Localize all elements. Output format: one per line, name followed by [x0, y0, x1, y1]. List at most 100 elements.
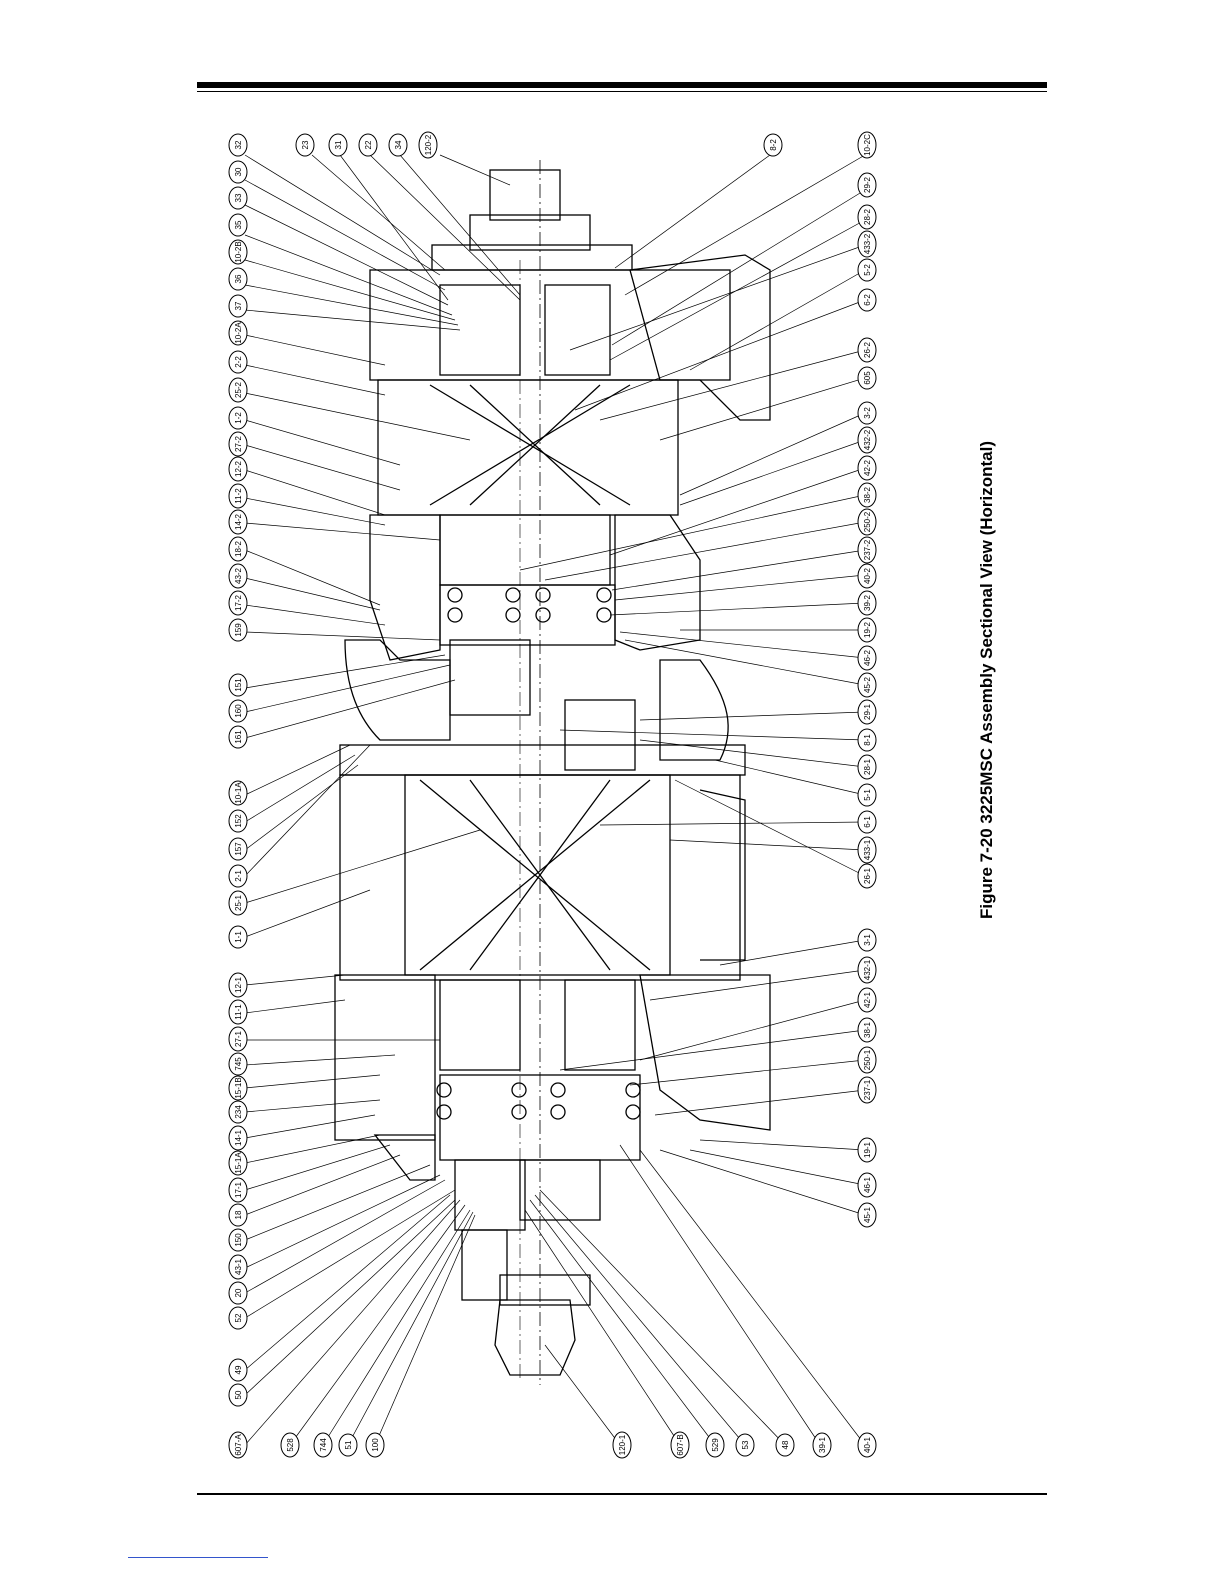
callout-label: 152: [234, 814, 243, 828]
callout-label: 17-2: [234, 594, 243, 611]
callout-label: 607-B: [676, 1434, 685, 1455]
callout-label: 432-1: [863, 959, 872, 980]
callout-label: 19-2: [863, 621, 872, 638]
callout-label: 1-2: [234, 412, 243, 424]
pump-section: [334, 160, 771, 1385]
callout-label: 18-2: [234, 540, 243, 557]
callout-label: 25-2: [234, 381, 243, 398]
callout-label: 25-1: [234, 894, 243, 911]
footer-rule: [197, 1493, 1047, 1495]
callout-label: 10-1A: [234, 782, 243, 804]
callout-label: 14-1: [234, 1129, 243, 1146]
callout-label: 37: [234, 301, 243, 310]
callout-label: 31: [334, 140, 343, 149]
callout-label: 27-1: [234, 1030, 243, 1047]
callout-right-column: 29-2 28-2 433-2 5-2 6-2 26-2 605 3-2 432…: [857, 172, 877, 1228]
callout-label: 234: [234, 1105, 243, 1119]
callout-label: 28-2: [863, 208, 872, 225]
callout-label: 607-A: [234, 1434, 243, 1456]
callout-label: 3-2: [863, 407, 872, 419]
callout-label: 161: [234, 730, 243, 744]
coupling-upper: [489, 169, 561, 221]
header-rule-thin: [197, 91, 1047, 92]
figure-caption: Figure 7-20 3225MSC Assembly Sectional V…: [977, 440, 996, 920]
callout-label: 8-2: [769, 139, 778, 151]
callout-label: 40-1: [863, 1436, 872, 1453]
callout-label: 34: [394, 140, 403, 149]
coupling-lower: [494, 1299, 576, 1376]
callout-label: 745: [234, 1057, 243, 1071]
callout-label: 26-2: [863, 341, 872, 358]
callout-top-row: 23 31 22 34 120-2 8-2 10-2C: [295, 131, 877, 159]
callout-label: 528: [286, 1438, 295, 1452]
callout-label: 45-1: [863, 1206, 872, 1223]
callout-label: 8-1: [863, 734, 872, 746]
callout-label: 45-2: [863, 676, 872, 693]
callout-label: 38-2: [863, 486, 872, 503]
callout-left-column: 32 30 33 35 10-2B 36 37 10-2A 2-2 25-2 1…: [228, 133, 248, 1407]
callout-label: 51: [344, 1440, 353, 1449]
callout-label: 744: [319, 1438, 328, 1452]
callout-label: 29-2: [863, 176, 872, 193]
housing-lower: [339, 774, 741, 981]
callout-label: 432-2: [863, 429, 872, 450]
callout-label: 433-2: [863, 233, 872, 254]
callout-label: 38-1: [863, 1021, 872, 1038]
callout-label: 10-2A: [234, 322, 243, 344]
callout-label: 6-2: [863, 294, 872, 306]
callout-label: 52: [234, 1313, 243, 1322]
callout-label: 237-1: [863, 1079, 872, 1100]
callout-label: 150: [234, 1233, 243, 1247]
callout-label: 42-2: [863, 459, 872, 476]
leader-lines: [244, 154, 866, 1446]
callout-label: 5-1: [863, 789, 872, 801]
callout-label: 120-2: [424, 134, 433, 155]
footnote-link-rule: [128, 1557, 268, 1558]
callout-label: 159: [234, 623, 243, 637]
callout-label: 28-1: [863, 758, 872, 775]
callout-label: 2-1: [234, 870, 243, 882]
callout-label: 5-2: [863, 264, 872, 276]
callout-label: 237-2: [863, 539, 872, 560]
callout-label: 49: [234, 1365, 243, 1374]
callout-label: 250-1: [863, 1049, 872, 1070]
callout-label: 29-1: [863, 703, 872, 720]
callout-label: 50: [234, 1390, 243, 1399]
callout-label: 433-1: [863, 839, 872, 860]
callout-label: 11-1: [234, 1004, 243, 1020]
callout-label: 12-1: [234, 976, 243, 993]
callout-label: 529: [711, 1438, 720, 1452]
callout-label: 39-2: [863, 594, 872, 611]
callout-label: 3-1: [863, 934, 872, 946]
callout-label: 11-2: [234, 488, 243, 504]
callout-label: 6-1: [863, 816, 872, 828]
callout-label: 46-1: [863, 1176, 872, 1193]
callout-label: 605: [863, 371, 872, 385]
callout-label: 35: [234, 220, 243, 229]
callout-label: 23: [301, 140, 310, 149]
callout-label: 46-2: [863, 649, 872, 666]
callout-label: 19-1: [863, 1141, 872, 1158]
callout-label: 157: [234, 842, 243, 856]
callout-label: 39-1: [818, 1436, 827, 1453]
callout-label: 20: [234, 1288, 243, 1297]
callout-label: 22: [364, 140, 373, 149]
callout-label: 26-1: [863, 867, 872, 884]
header-rule-thick: [197, 82, 1047, 88]
callout-label: 2-2: [234, 356, 243, 368]
callout-label: 120-1: [618, 1434, 627, 1455]
rotor-upper: [377, 379, 679, 516]
callout-label: 15-1B: [234, 1077, 243, 1098]
callout-label: 160: [234, 704, 243, 718]
callout-label: 32: [234, 140, 243, 149]
callout-label: 48: [781, 1440, 790, 1449]
callout-label: 43-1: [234, 1258, 243, 1275]
callout-label: 18: [234, 1210, 243, 1219]
callout-label: 12-2: [234, 460, 243, 477]
rotor-lower: [404, 774, 671, 976]
callout-label: 30: [234, 167, 243, 176]
callout-label: 10-2B: [234, 241, 243, 262]
callout-label: 36: [234, 274, 243, 283]
callout-label: 53: [741, 1440, 750, 1449]
